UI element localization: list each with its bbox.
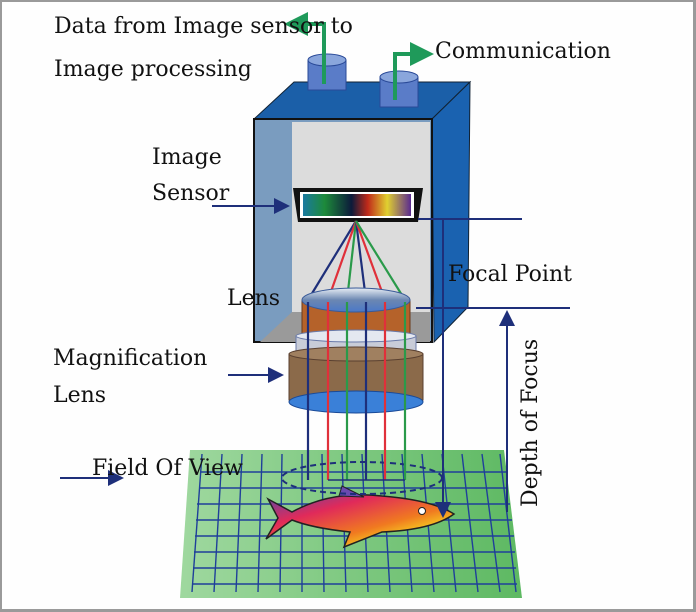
image-sensor	[293, 188, 423, 222]
label-focal-point: Focal Point	[448, 262, 572, 287]
label-communication: Communication	[435, 39, 611, 64]
label-image-sensor-line2: Sensor	[152, 181, 230, 206]
label-magnification-line1: Magnification	[53, 346, 207, 371]
focal-lines	[416, 218, 570, 518]
lens	[301, 287, 411, 337]
label-pointers	[60, 198, 290, 486]
label-field-of-view: Field Of View	[92, 456, 243, 481]
label-data-line1: Data from Image sensor to	[54, 14, 353, 39]
light-rays-lower	[306, 302, 407, 481]
data-port-cylinder	[284, 12, 347, 91]
fish-object	[265, 485, 456, 549]
label-image-sensor-line1: Image	[152, 145, 222, 170]
label-lens: Lens	[227, 286, 280, 311]
communication-port-cylinder	[379, 42, 434, 108]
label-magnification-line2: Lens	[53, 383, 106, 408]
label-depth-of-focus: Depth of Focus	[518, 339, 543, 507]
label-data-line2: Image processing	[54, 57, 252, 82]
light-rays-upper	[307, 220, 406, 301]
magnification-lens	[288, 346, 424, 414]
